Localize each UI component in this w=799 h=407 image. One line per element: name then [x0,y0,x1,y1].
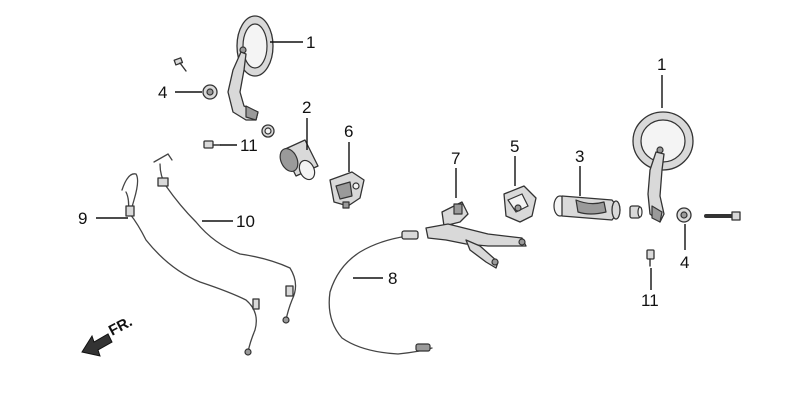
callout-6: 6 [344,122,353,141]
callout-4-right: 4 [680,253,689,272]
callout-11-left: 11 [240,136,258,155]
cable-9 [121,173,260,356]
right-grip-ring [629,205,643,219]
left-nut [202,84,218,100]
callout-1-right: 1 [657,55,666,74]
right-grip [553,195,621,221]
front-direction-arrow-icon: FR. [81,313,135,357]
callout-4-left: 4 [158,83,167,102]
callout-11-right: 11 [641,291,659,310]
left-switch [329,171,365,209]
left-mirror [227,15,274,121]
cable-8 [328,230,433,355]
right-mirror [632,111,694,223]
left-grip-ring [261,124,275,138]
brake-lever [425,201,527,269]
leader-lines [96,41,686,290]
right-small-screw [646,249,655,267]
front-direction-label: FR. [106,313,135,339]
left-grip [279,139,319,181]
right-bolt [704,211,741,221]
callout-5: 5 [510,137,519,156]
callout-labels: 1 4 11 2 6 9 10 8 7 5 3 1 4 11 [78,33,689,310]
callout-9: 9 [78,209,87,228]
left-small-screw [203,140,221,149]
cable-10 [153,153,297,324]
right-switch [503,185,537,223]
callout-8: 8 [388,269,397,288]
right-nut [676,207,692,223]
callout-7: 7 [451,149,460,168]
callout-1-left: 1 [306,33,315,52]
callout-3: 3 [575,147,584,166]
left-bolt [173,57,187,72]
callout-10: 10 [236,212,255,231]
callout-2: 2 [302,98,311,117]
